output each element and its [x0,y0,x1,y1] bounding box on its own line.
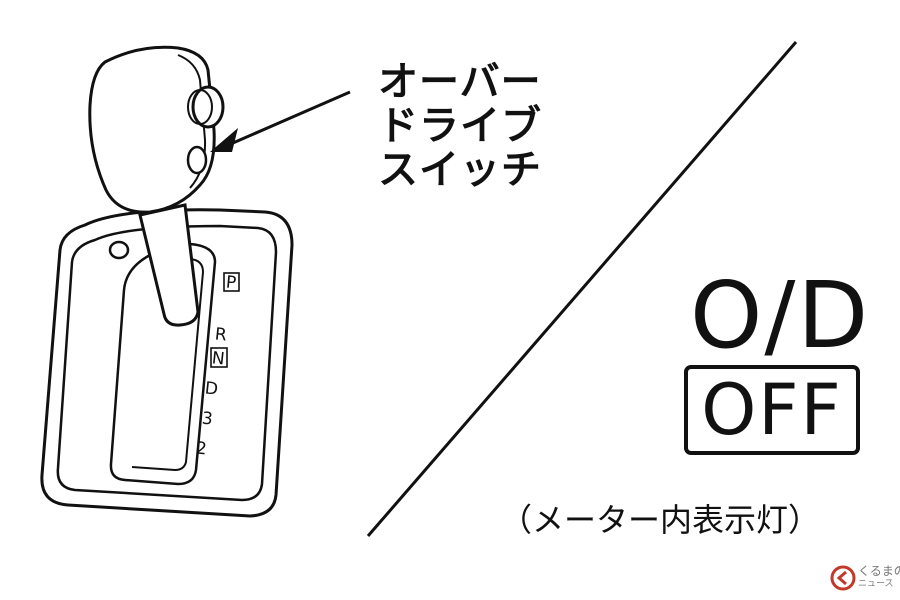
diagonal-divider [366,41,798,537]
gate-3: 3 [201,409,214,430]
meter-indicator-caption: （メーター内表示灯） [500,501,821,539]
gate-n-box [210,347,228,368]
gate-p: P [225,273,237,294]
label-line-3: スイッチ [378,147,542,193]
logo-mark-icon [830,565,856,591]
overdrive-switch-label: オーバー ドライブ スイッチ [378,60,542,192]
gate-screw-hole [108,240,130,260]
off-text: OFF [701,369,843,451]
lever-knob [88,45,216,214]
od-indicator-text: O/D [690,262,871,369]
gate-d: D [204,378,219,399]
overdrive-button [191,85,225,129]
od-off-indicator-box: OFF [684,365,860,455]
gate-2: 2 [195,438,208,459]
arrow-head [210,128,238,152]
label-line-2: ドライブ [378,103,542,149]
gate-n: N [211,348,226,369]
kurumanonews-logo: くるまの ニュース [830,563,900,595]
logo-line-2: ニュース [858,579,894,589]
callout-arrow [225,90,351,148]
gate-r: R [214,324,228,345]
lever-shaft [138,203,200,327]
label-line-1: オーバー [378,59,542,105]
logo-line-1: くるまの [858,564,900,578]
side-button [186,145,208,175]
gate-p-box [223,272,240,292]
